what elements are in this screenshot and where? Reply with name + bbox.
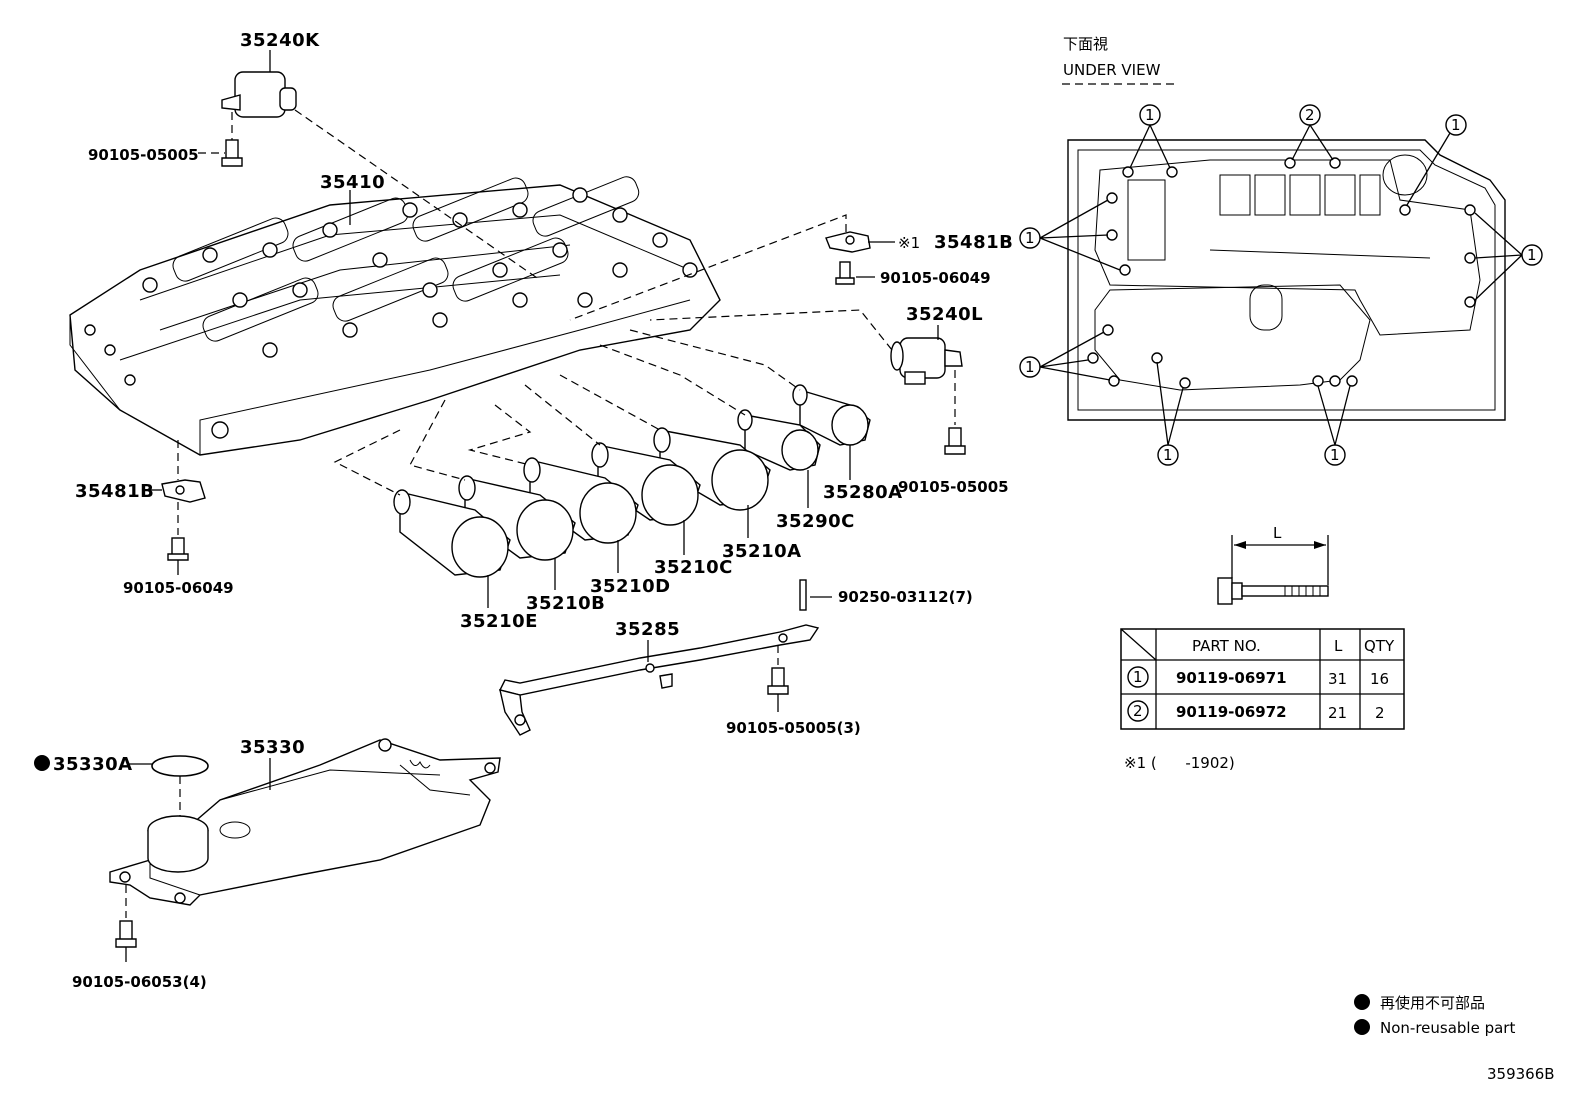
svg-text:1: 1: [1133, 668, 1143, 686]
solenoid-35280A[interactable]: 35280A: [792, 384, 903, 503]
label-35330: 35330: [240, 737, 305, 758]
label-35330A: 35330A: [53, 754, 133, 775]
svg-text:1: 1: [1163, 446, 1173, 464]
solenoid-35210C[interactable]: 35210C: [591, 442, 733, 578]
label-35210B: 35210B: [526, 593, 605, 614]
label-35210D: 35210D: [590, 576, 671, 597]
callout-1-topright: 1: [1406, 114, 1467, 206]
callout-1-top: 1: [1129, 104, 1171, 169]
callout-1-bottom-left: 1: [1156, 361, 1184, 466]
solenoid-35210E[interactable]: 35210E: [393, 489, 538, 632]
table-cell-qty: 2: [1375, 704, 1385, 722]
svg-text:1: 1: [1025, 358, 1035, 376]
label-bolt-05005-right: 90105-05005: [898, 478, 1009, 496]
under-view-title-en: UNDER VIEW: [1063, 61, 1161, 79]
svg-text:1: 1: [1025, 229, 1035, 247]
bolt-05005-3[interactable]: 90105-05005(3): [726, 645, 861, 737]
oil-strainer-35330[interactable]: 35330: [109, 737, 501, 906]
svg-text:2: 2: [1305, 106, 1315, 124]
non-reusable-mark: [1354, 1019, 1370, 1035]
plate-35285[interactable]: 35285: [498, 619, 820, 736]
label-35240L: 35240L: [906, 304, 983, 325]
label-35285: 35285: [615, 619, 680, 640]
bolt-06049-right[interactable]: 90105-06049: [835, 261, 991, 287]
under-view: 下面視 UNDER VIEW: [1019, 35, 1543, 466]
svg-text:1: 1: [1451, 116, 1461, 134]
table-cell-part: 90119-06971: [1176, 669, 1287, 687]
label-35210C: 35210C: [654, 557, 733, 578]
legend: 再使用不可部品 Non-reusable part: [1354, 994, 1515, 1037]
solenoid-35210A[interactable]: 35210A: [653, 427, 802, 562]
non-reusable-mark: [34, 755, 50, 771]
callout-1-left-lower: 1: [1019, 331, 1111, 381]
table-row: 1 90119-06971 31 16: [1127, 666, 1389, 688]
callout-1-bottom-right: 1: [1317, 385, 1351, 466]
valve-body-35410[interactable]: 35410: [69, 172, 721, 456]
legend-en: Non-reusable part: [1380, 1019, 1515, 1037]
table-header-qty: QTY: [1364, 637, 1395, 655]
under-view-title-jp: 下面視: [1063, 35, 1108, 53]
table-cell-l: 31: [1328, 670, 1347, 688]
legend-jp: 再使用不可部品: [1380, 994, 1485, 1012]
bolt-05005-right[interactable]: 90105-05005: [898, 370, 1009, 496]
label-35210A: 35210A: [722, 541, 802, 562]
callout-1-right: 1: [1474, 212, 1543, 301]
svg-text:2: 2: [1133, 702, 1143, 720]
label-35210E: 35210E: [460, 611, 538, 632]
label-35481B-left: 35481B: [75, 481, 154, 502]
bolt-table: PART NO. L QTY 1 90119-06971 31 16 2 901…: [1120, 628, 1405, 730]
bracket-35481B-left[interactable]: 35481B: [75, 479, 206, 503]
oring-35330A[interactable]: 35330A: [34, 754, 209, 777]
svg-text:1: 1: [1330, 446, 1340, 464]
table-cell-qty: 16: [1370, 670, 1389, 688]
label-35240K: 35240K: [240, 30, 320, 51]
solenoid-35240K[interactable]: 35240K: [221, 30, 320, 118]
callout-1-left-upper: 1: [1019, 199, 1121, 271]
label-bolt-06053: 90105-06053(4): [72, 973, 207, 991]
diagram-code: 359366B: [1487, 1065, 1555, 1083]
non-reusable-mark: [1354, 994, 1370, 1010]
label-35410: 35410: [320, 172, 385, 193]
bracket-35481B-top[interactable]: ※1 35481B: [825, 231, 1013, 253]
table-cell-l: 21: [1328, 704, 1347, 722]
label-35481B-top: 35481B: [934, 232, 1013, 253]
table-row: 2 90119-06972 21 2: [1127, 700, 1385, 722]
callout-2-top: 2: [1291, 104, 1334, 161]
pin-90250[interactable]: 90250-03112(7): [799, 579, 973, 611]
bolt-06049-left[interactable]: 90105-06049: [123, 537, 234, 597]
footnote: ※1 ( -1902): [1124, 754, 1235, 772]
bolt-06053[interactable]: 90105-06053(4): [72, 885, 207, 991]
solenoid-35210D[interactable]: 35210D: [523, 457, 671, 597]
table-cell-part: 90119-06972: [1176, 703, 1287, 721]
label-bolt-top: 90105-05005: [88, 146, 199, 164]
solenoid-35240L[interactable]: 35240L: [890, 304, 983, 385]
label-pin: 90250-03112(7): [838, 588, 973, 606]
label-35280A: 35280A: [823, 482, 903, 503]
label-bolt-06049-left: 90105-06049: [123, 579, 234, 597]
label-bolt-05005-3: 90105-05005(3): [726, 719, 861, 737]
svg-text:1: 1: [1145, 106, 1155, 124]
table-header-part-no: PART NO.: [1192, 637, 1261, 655]
label-35290C: 35290C: [776, 511, 855, 532]
bolt-dimension: L: [1217, 524, 1329, 605]
dim-label-L: L: [1273, 524, 1282, 542]
solenoid-35290C[interactable]: 35290C: [737, 409, 855, 532]
label-bolt-06049-right: 90105-06049: [880, 269, 991, 287]
note-mark: ※1: [898, 234, 920, 252]
table-header-l: L: [1334, 637, 1343, 655]
bolt-top[interactable]: 90105-05005: [88, 112, 243, 167]
svg-text:1: 1: [1527, 246, 1537, 264]
